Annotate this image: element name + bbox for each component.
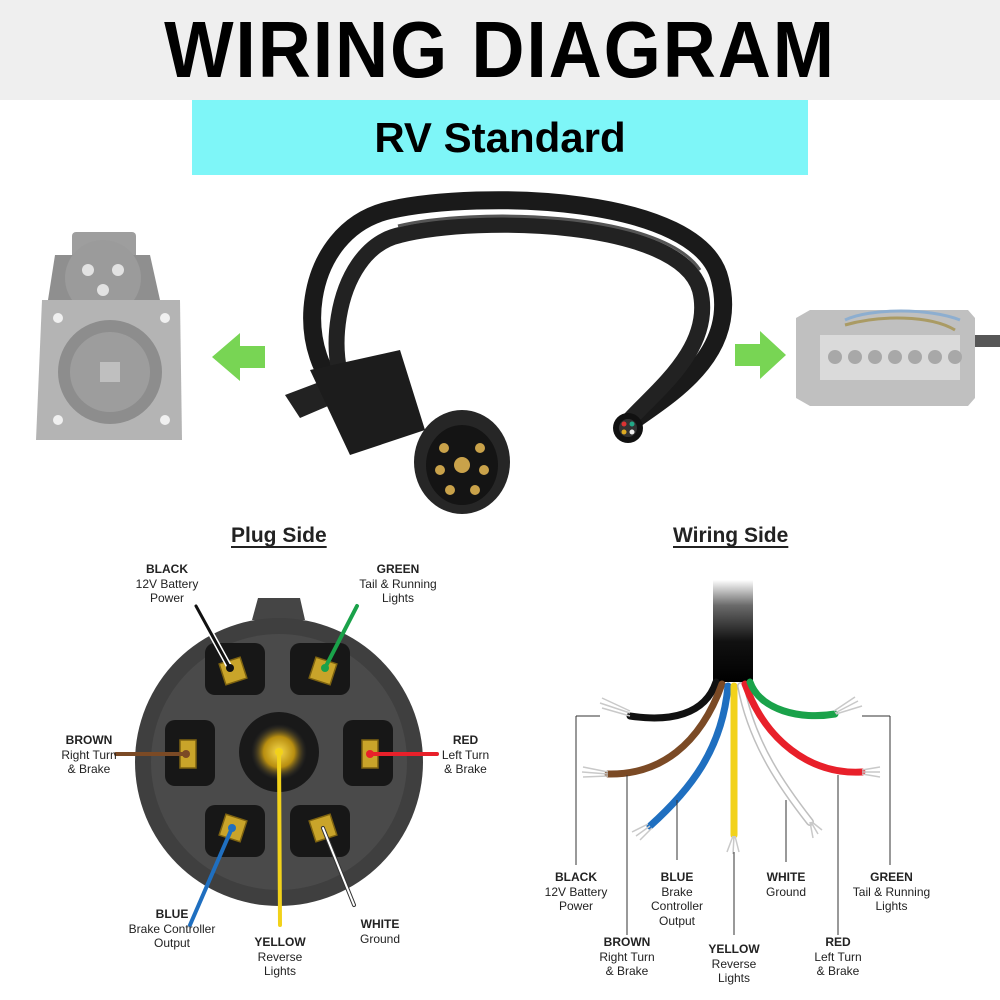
wire-label-green: GREEN Tail & Running Lights — [852, 870, 931, 913]
wire-label-brown: BROWN Right Turn & Brake — [599, 935, 655, 978]
wire-label-yellow: YELLOW Reverse Lights — [708, 942, 760, 985]
bare-wire-ends — [581, 696, 881, 855]
wire-label-black: BLACK 12V Battery Power — [544, 870, 608, 913]
arrow-left-icon — [212, 333, 265, 381]
junction-box-icon — [796, 309, 1000, 406]
subtitle-banner: RV Standard — [192, 100, 808, 175]
wiring-leader-lines — [575, 715, 891, 935]
wire-label-red: RED Left Turn & Brake — [814, 935, 862, 978]
plug-label-red: RED Left Turn & Brake — [441, 733, 490, 776]
plug-label-white: WHITE Ground — [359, 917, 401, 946]
wire-label-white: WHITE Ground — [765, 870, 807, 899]
page-title: WIRING DIAGRAM — [164, 5, 836, 94]
plug-label-brown: BROWN Right Turn & Brake — [61, 733, 117, 776]
title-bar — [0, 0, 1000, 100]
cable-plug-icon — [285, 191, 732, 514]
trailer-socket-icon — [36, 232, 182, 440]
plug-wires — [114, 603, 439, 927]
wiring-side-heading: Wiring Side — [673, 524, 789, 547]
arrow-right-icon — [735, 331, 786, 379]
plug-label-green: GREEN Tail & Running Lights — [359, 562, 437, 605]
plug-label-black: BLACK 12V Battery Power — [135, 562, 199, 605]
wiring-side-wires — [604, 678, 866, 839]
plug-side-heading: Plug Side — [231, 524, 327, 547]
plug-label-blue: BLUE Brake Controller Output — [128, 907, 216, 950]
plug-label-yellow: YELLOW Reverse Lights — [254, 935, 306, 978]
wire-label-blue: BLUE Brake Controller Output — [650, 870, 704, 928]
page-subtitle: RV Standard — [374, 114, 626, 161]
wiring-cable — [713, 580, 753, 682]
